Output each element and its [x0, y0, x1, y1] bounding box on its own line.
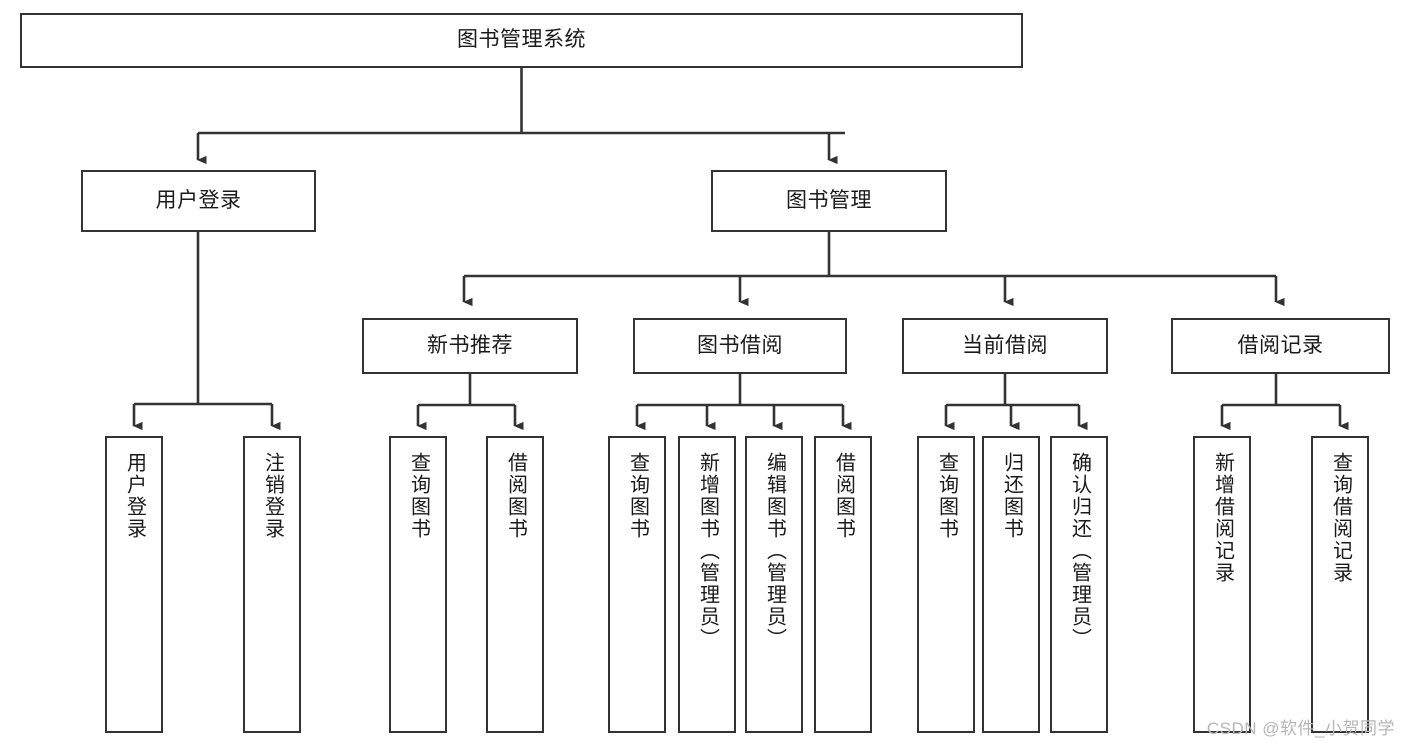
leaf-query-borrow-record[interactable]: 查询借阅记录 [1311, 436, 1369, 733]
node-label: 图书管理系统 [457, 28, 586, 52]
node-label: 注销登录 [261, 452, 284, 540]
leaf-borrow-book-recommend[interactable]: 借阅图书 [486, 436, 544, 733]
leaf-query-book-current[interactable]: 查询图书 [917, 436, 975, 733]
node-label: 借阅图书 [504, 452, 527, 540]
leaf-user-logout[interactable]: 注销登录 [243, 436, 301, 733]
node-label: 查询图书 [935, 452, 958, 540]
node-label: 新增借阅记录 [1211, 452, 1234, 584]
leaf-user-login[interactable]: 用户登录 [105, 436, 163, 733]
node-book-management[interactable]: 图书管理 [711, 170, 947, 232]
node-label: 查询借阅记录 [1329, 452, 1352, 584]
node-label: 借阅记录 [1237, 333, 1324, 357]
leaf-borrow-book[interactable]: 借阅图书 [814, 436, 872, 733]
node-new-book-recommendation[interactable]: 新书推荐 [362, 318, 578, 374]
node-label: 归还图书 [1000, 452, 1023, 540]
node-label: 用户登录 [123, 452, 146, 540]
leaf-query-book-recommend[interactable]: 查询图书 [389, 436, 447, 733]
node-label: 图书借阅 [697, 333, 783, 357]
node-label: 新增图书（管理员） [696, 452, 719, 650]
leaf-query-book-borrow[interactable]: 查询图书 [608, 436, 666, 733]
node-label: 借阅图书 [832, 452, 855, 540]
node-root-system[interactable]: 图书管理系统 [20, 13, 1023, 68]
node-label: 用户登录 [155, 188, 242, 212]
node-label: 图书管理 [786, 188, 872, 212]
node-borrow-records[interactable]: 借阅记录 [1171, 318, 1390, 374]
node-label: 查询图书 [626, 452, 649, 540]
node-book-borrowing[interactable]: 图书借阅 [633, 318, 847, 374]
node-label: 当前借阅 [962, 333, 1048, 357]
node-label: 确认归还（管理员） [1068, 452, 1091, 650]
node-user-login[interactable]: 用户登录 [81, 170, 316, 232]
leaf-add-borrow-record[interactable]: 新增借阅记录 [1193, 436, 1251, 733]
node-label: 新书推荐 [427, 333, 513, 357]
node-label: 查询图书 [407, 452, 430, 540]
node-label: 编辑图书（管理员） [763, 452, 786, 650]
leaf-confirm-return-admin[interactable]: 确认归还（管理员） [1050, 436, 1108, 733]
leaf-edit-book-admin[interactable]: 编辑图书（管理员） [745, 436, 803, 733]
leaf-add-book-admin[interactable]: 新增图书（管理员） [678, 436, 736, 733]
csdn-watermark: CSDN @软件_小贺同学 [1206, 719, 1395, 738]
leaf-return-book[interactable]: 归还图书 [982, 436, 1040, 733]
node-current-borrowing[interactable]: 当前借阅 [902, 318, 1108, 374]
